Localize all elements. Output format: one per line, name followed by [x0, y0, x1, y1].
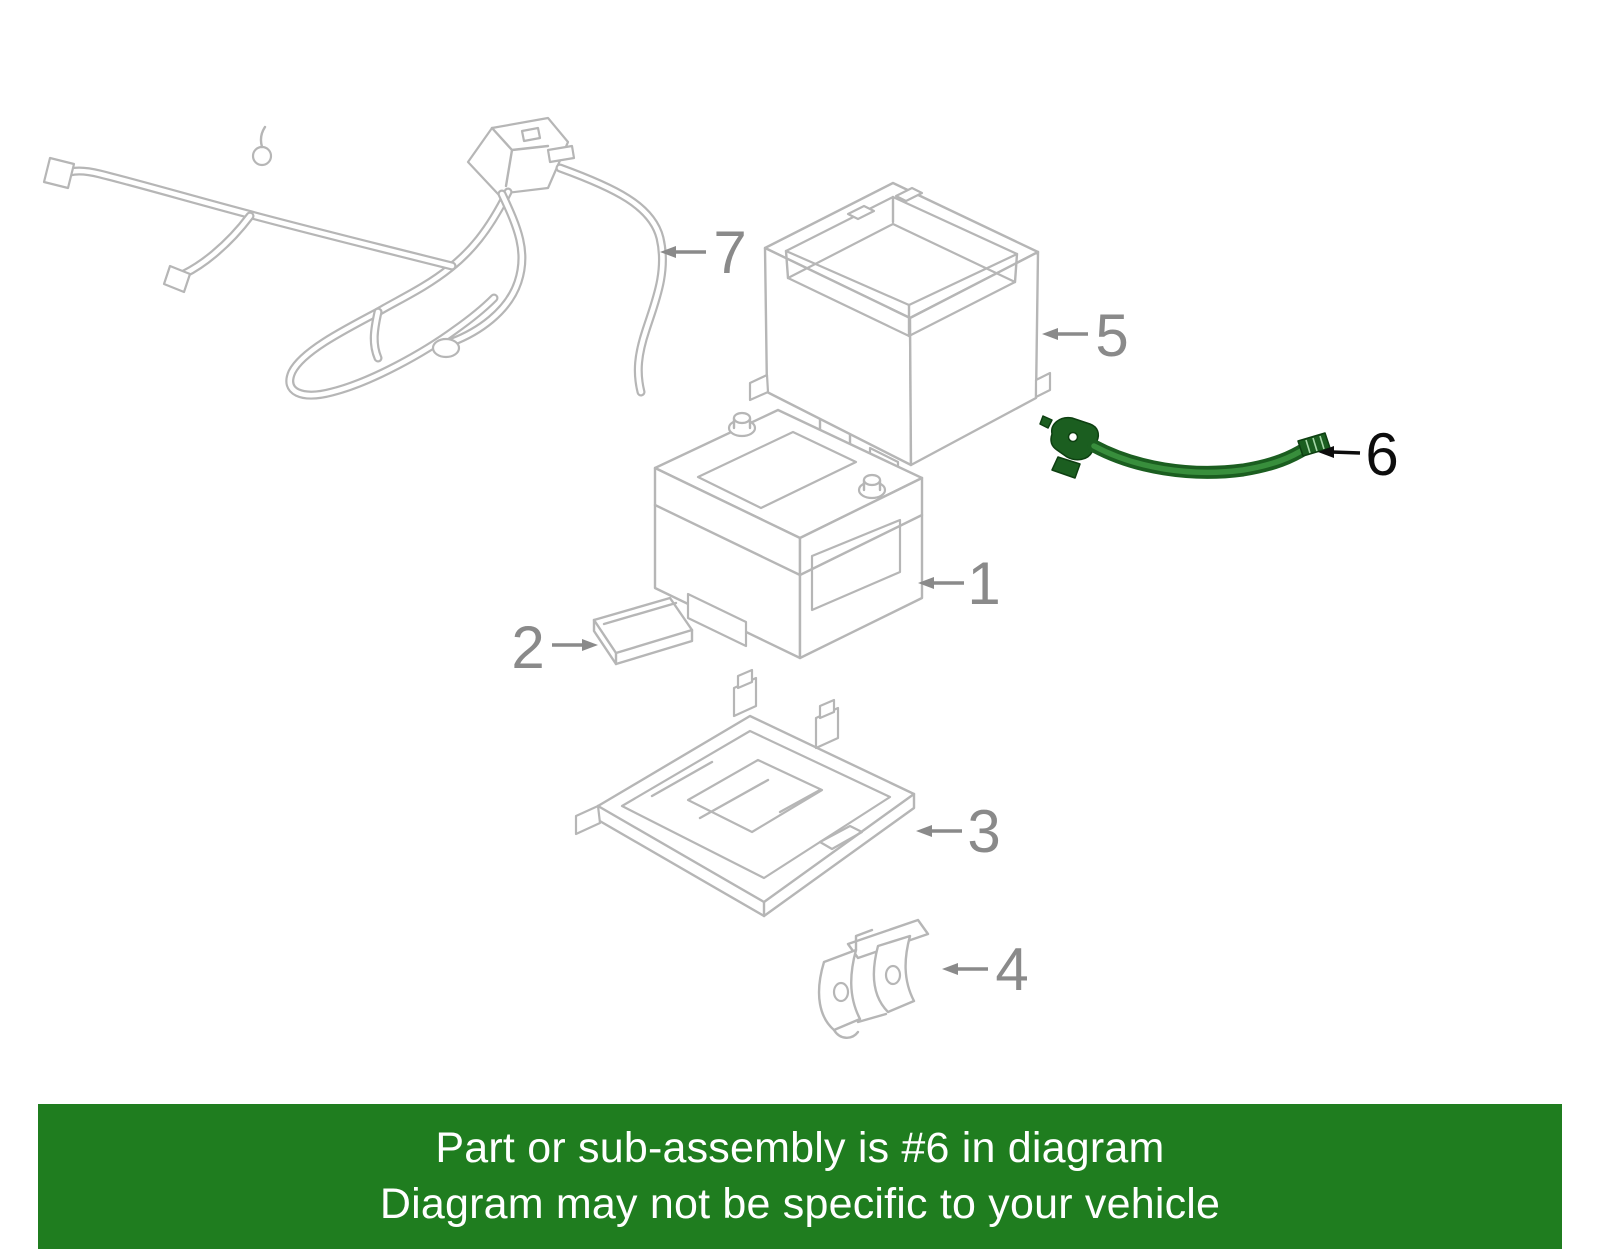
bracket-drawing — [817, 918, 930, 1039]
callout-arrow-1 — [918, 577, 964, 589]
wiring-harness-drawing — [42, 116, 667, 400]
battery-cable-highlight — [1039, 415, 1331, 479]
notice-banner: Part or sub-assembly is #6 in diagram Di… — [38, 1104, 1562, 1249]
part-number-6: 6 — [1365, 421, 1398, 488]
part-number-4: 4 — [995, 936, 1028, 1003]
part-number-5: 5 — [1095, 302, 1128, 369]
callout-arrow-5 — [1042, 328, 1088, 340]
part-number-7: 7 — [713, 219, 746, 286]
battery-box-drawing — [748, 181, 1052, 486]
callout-numbers: 7 5 6 1 2 3 4 — [511, 219, 1398, 1003]
callout-arrow-7 — [660, 246, 706, 258]
notice-banner-line2: Diagram may not be specific to your vehi… — [379, 1179, 1221, 1228]
callout-arrow-2 — [552, 639, 598, 651]
pad-drawing — [592, 596, 694, 666]
callout-arrow-3 — [916, 825, 962, 837]
notice-banner-line1: Part or sub-assembly is #6 in diagram — [435, 1124, 1165, 1173]
battery-tray-drawing — [574, 668, 916, 918]
battery-drawing — [653, 408, 924, 660]
callout-arrows — [552, 246, 1361, 975]
part-number-3: 3 — [967, 798, 1000, 865]
callout-arrow-6 — [1318, 446, 1361, 458]
callout-arrow-4 — [942, 963, 988, 975]
part-number-1: 1 — [967, 550, 1000, 617]
part-number-2: 2 — [511, 614, 544, 681]
